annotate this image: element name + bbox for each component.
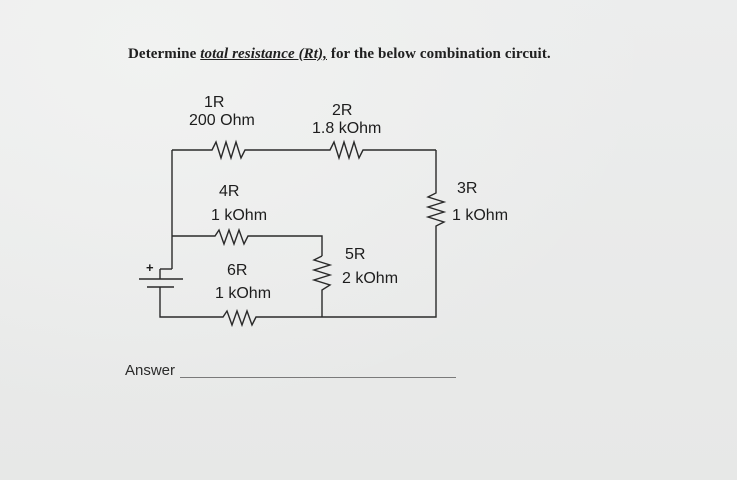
answer-input-line[interactable]	[180, 377, 456, 378]
r4-value: 1 kOhm	[211, 207, 267, 224]
resistor-5r-wire	[311, 255, 333, 317]
r2-label: 2R	[332, 102, 352, 119]
question-suffix: for the below combination circuit.	[327, 46, 551, 62]
middle-rung-wire	[172, 227, 323, 256]
r4-label: 4R	[219, 183, 239, 200]
bottom-wire	[159, 292, 322, 328]
battery-plus-sign: +	[146, 260, 154, 275]
r1-label: 1R	[204, 94, 224, 111]
r3-value: 1 kOhm	[452, 207, 508, 224]
question-emphasis: total resistance (Rt),	[200, 46, 327, 62]
r5-value: 2 kOhm	[342, 270, 398, 287]
r6-value: 1 kOhm	[215, 285, 271, 302]
question-prefix: Determine	[128, 46, 201, 62]
r6-label: 6R	[227, 262, 247, 279]
r3-label: 3R	[457, 180, 477, 197]
r2-value: 1.8 kOhm	[312, 120, 381, 137]
answer-label: Answer	[125, 362, 176, 379]
right-wire	[322, 150, 447, 318]
top-wire	[172, 139, 436, 161]
r5-label: 5R	[345, 246, 365, 263]
r1-value: 200 Ohm	[189, 112, 255, 129]
question-text: Determine total resistance (Rt), for the…	[128, 46, 551, 63]
